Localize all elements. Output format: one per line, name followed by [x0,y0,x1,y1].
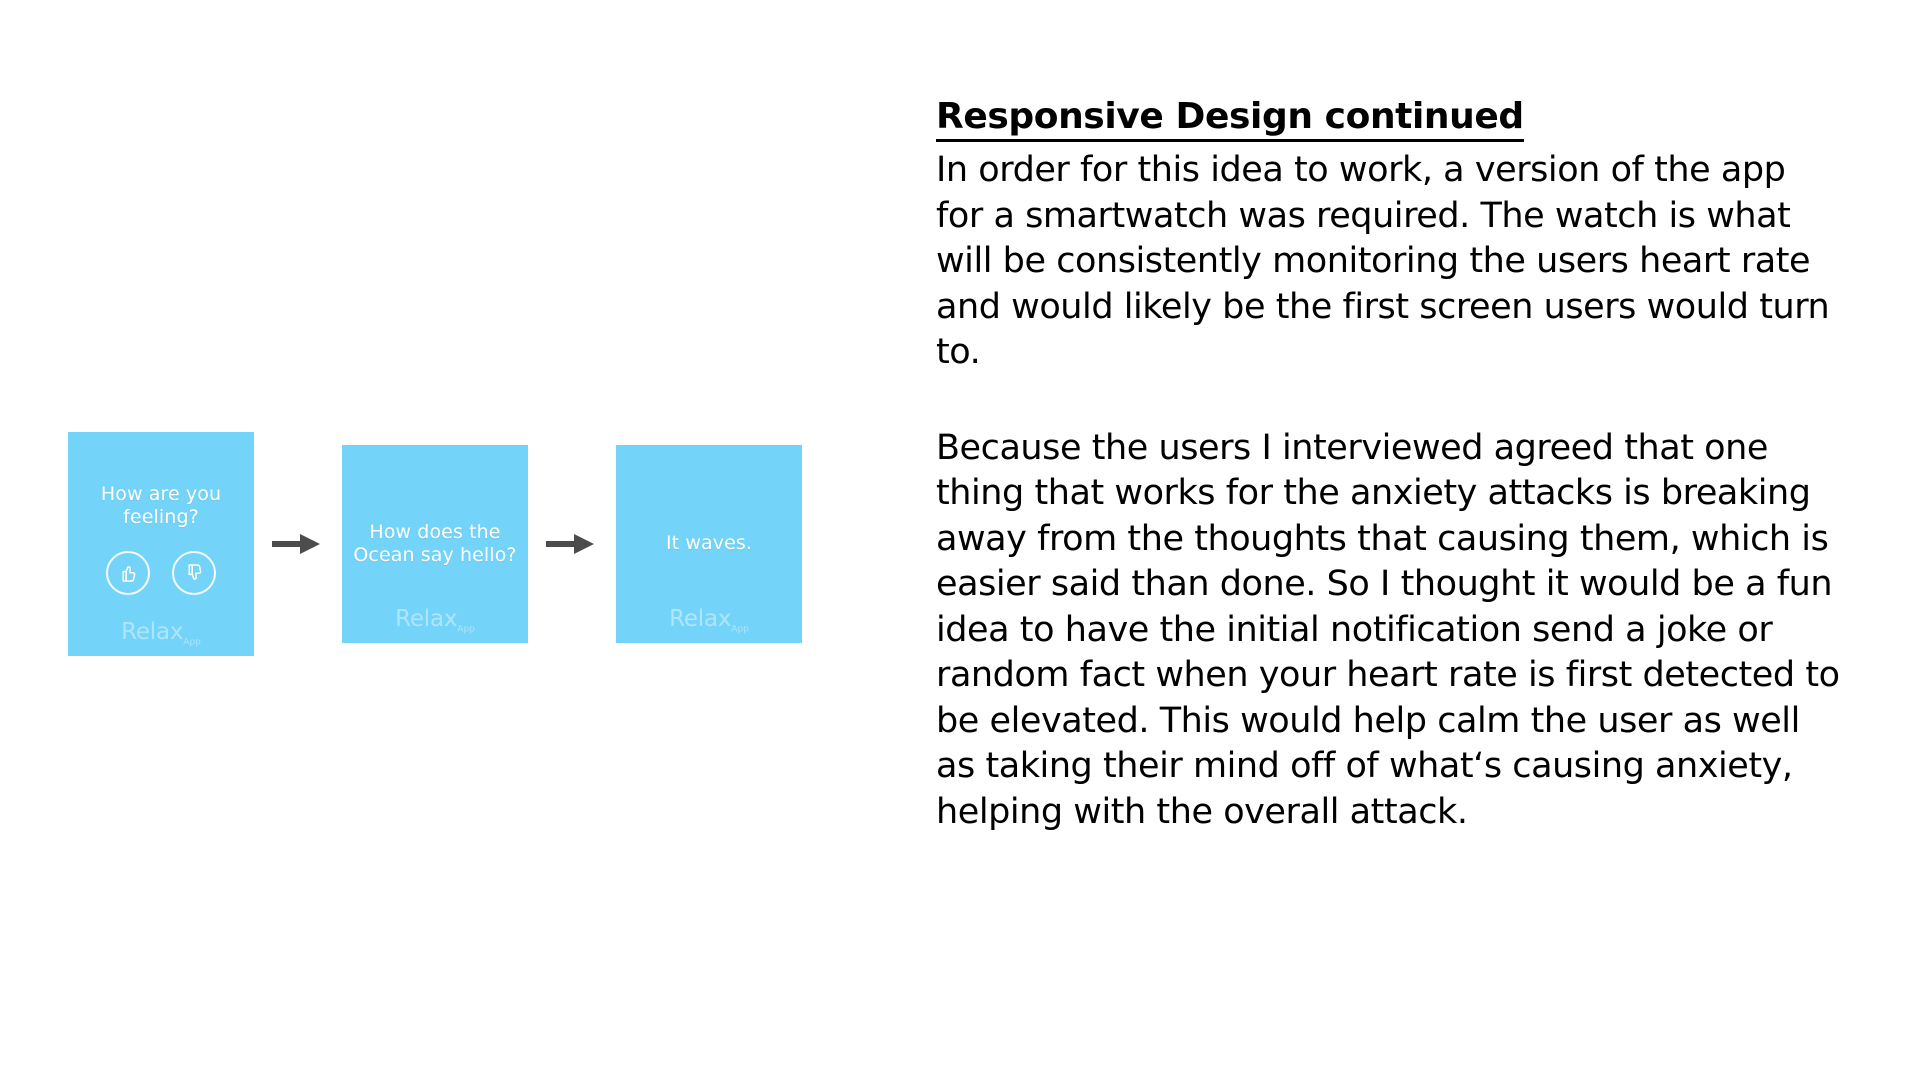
watermark-text: Relax [395,606,458,633]
watermark-suffix: App [457,625,475,635]
arrow-right-icon [544,531,600,557]
flow-screen-joke-answer[interactable]: It waves. RelaxApp [616,445,802,643]
mood-rating-controls [106,551,216,596]
watermark-text: Relax [669,606,732,633]
arrow-right-icon [270,531,326,557]
flow-arrow-2 [528,531,616,557]
flow-screen-mood-prompt[interactable]: How are you feeling? Relax [68,432,254,656]
relax-app-watermark: RelaxApp [616,606,802,635]
screen-joke-question-text: How does the Ocean say hello? [353,520,517,566]
paragraph-spacer [936,376,1856,426]
paragraph-2: Because the users I interviewed agreed t… [936,427,1840,832]
thumbs-up-button[interactable] [106,551,150,596]
watermark-suffix: App [183,638,201,648]
thumbs-down-icon [182,561,206,585]
screen-joke-answer-text: It waves. [665,532,753,555]
screen-prompt-text: How are you feeling? [100,482,222,528]
relax-app-watermark: RelaxApp [342,606,528,635]
content-column: Responsive Design continued In order for… [936,96,1856,835]
relax-app-watermark: RelaxApp [68,619,254,648]
watermark-text: Relax [121,619,184,646]
section-heading-wrap: Responsive Design continued [936,96,1856,148]
app-flow-diagram: How are you feeling? Relax [68,432,802,656]
flow-arrow-1 [254,531,342,557]
watermark-suffix: App [731,625,749,635]
page-title: Responsive Design continued [936,96,1524,143]
flow-screen-joke-question[interactable]: How does the Ocean say hello? RelaxApp [342,445,528,643]
paragraph-1: In order for this idea to work, a versio… [936,150,1830,373]
thumbs-down-button[interactable] [172,551,216,596]
thumbs-up-icon [116,561,140,585]
